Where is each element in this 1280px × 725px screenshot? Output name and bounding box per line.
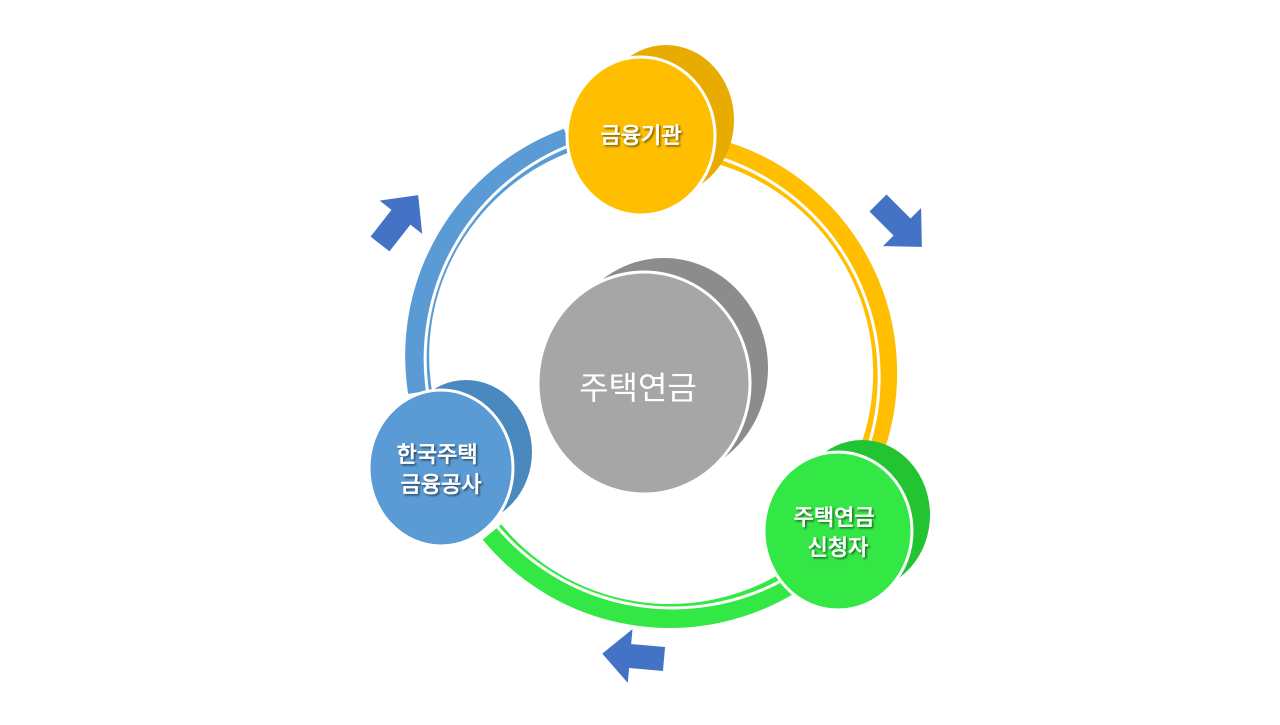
ring-arc-green-line (493, 523, 794, 610)
arrow-icon-top-right (869, 194, 922, 247)
node-left-line-2: 금융공사 (401, 473, 483, 498)
node-right-face (762, 450, 914, 612)
node-right-label: 주택연금 신청자 (794, 506, 883, 561)
ring-arc-gold-line (705, 152, 881, 465)
node-left: 한국주택 금융공사 (367, 380, 532, 548)
arrow-icon-top-left (370, 195, 423, 252)
node-right-line-2: 신청자 (808, 536, 869, 561)
center-node-face (536, 270, 752, 496)
ring-arc-green (482, 524, 797, 628)
node-top-label: 금융기관 (601, 124, 682, 149)
node-top-line-1: 금융기관 (601, 124, 682, 149)
node-left-label: 한국주택 금융공사 (397, 443, 486, 498)
center-node: 주택연금 (536, 258, 768, 496)
ring-arc-gold (709, 138, 898, 465)
node-left-line-1: 한국주택 (397, 443, 478, 468)
node-right: 주택연금 신청자 (762, 440, 930, 612)
arrow-icon-bottom (602, 629, 666, 683)
center-label: 주택연금 (579, 369, 697, 407)
node-right-line-1: 주택연금 (794, 506, 875, 531)
node-top: 금융기관 (565, 45, 734, 217)
ring-arc-blue (405, 128, 573, 394)
ring (405, 128, 898, 628)
ring-arc-blue-line (423, 141, 577, 396)
node-left-face (367, 388, 515, 548)
node-top-face (565, 55, 717, 217)
direction-arrows (370, 194, 922, 683)
